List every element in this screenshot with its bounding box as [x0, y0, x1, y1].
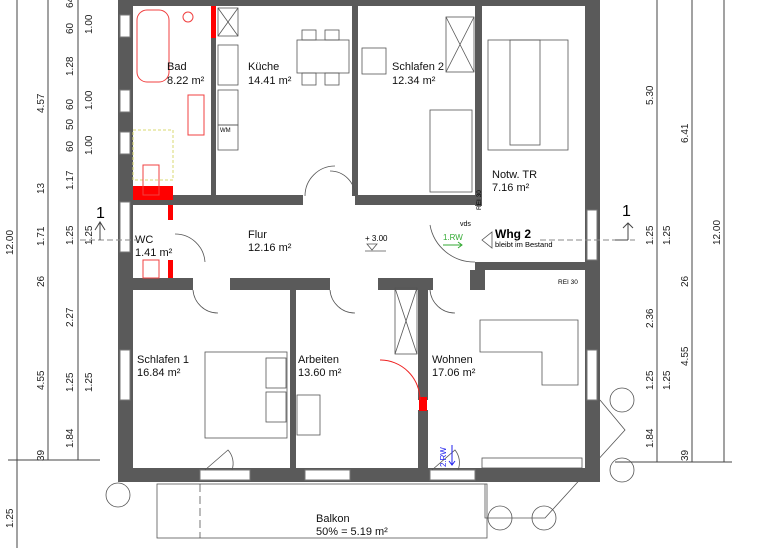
unit-title: Whg 2 [495, 227, 531, 241]
room-area-arbeiten: 13.60 m² [298, 367, 342, 379]
dim-label: 5.30 [645, 85, 656, 105]
dim-label: 1.28 [65, 56, 76, 76]
fire-rating-label: REI 30 [476, 190, 483, 210]
dim-label: 1.25 [662, 225, 673, 245]
room-name-flur: Flur [248, 229, 267, 241]
dim-label: 6.41 [680, 123, 691, 143]
level-marker: + 3.00 [365, 234, 388, 243]
dim-label: 26 [680, 275, 691, 287]
room-name-schlafen-2: Schlafen 2 [392, 61, 444, 73]
room-name-wc: WC [135, 234, 153, 246]
room-name-schlafen-1: Schlafen 1 [137, 354, 189, 366]
dim-label: 1.00 [84, 14, 95, 34]
dim-label: 1.00 [84, 90, 95, 110]
room-name-kueche: Küche [248, 61, 279, 73]
dim-label: 1.00 [84, 135, 95, 155]
escape-route-1-label: 1.RW [443, 233, 463, 242]
room-name-bad: Bad [167, 61, 187, 73]
dim-label: 1.25 [84, 225, 95, 245]
dim-label: 39 [680, 449, 691, 461]
washing-machine-label: WM [220, 128, 231, 134]
vds-label: vds [460, 221, 471, 228]
room-area-schlafen-2: 12.34 m² [392, 75, 436, 87]
dim-label: 4.55 [680, 346, 691, 366]
dim-label: 1.84 [645, 428, 656, 448]
room-name-notw-tr: Notw. TR [492, 169, 537, 181]
room-area-balkon: 50% = 5.19 m² [316, 526, 388, 538]
dim-label: 1.25 [645, 225, 656, 245]
dim-label: 4.57 [36, 93, 47, 113]
dimension-lines-left [8, 0, 100, 548]
section-marker-right: 1 [622, 203, 631, 220]
room-area-bad: 8.22 m² [167, 75, 205, 87]
dim-label: 1.25 [84, 372, 95, 392]
furniture [132, 7, 583, 469]
dim-label: 13 [36, 182, 47, 194]
fire-rating-label: REI 30 [558, 279, 578, 286]
escape-route-2-label: 2.RW [439, 447, 448, 467]
room-area-flur: 12.16 m² [248, 242, 292, 254]
dim-label: 60 [65, 22, 76, 34]
dim-label: 50 [65, 118, 76, 130]
dim-label: 1.71 [36, 226, 47, 246]
dim-label: 1.25 [65, 225, 76, 245]
dim-label: 1.25 [662, 370, 673, 390]
dim-label: 1.17 [65, 170, 76, 190]
room-area-kueche: 14.41 m² [248, 75, 292, 87]
unit-note: bleibt im Bestand [495, 240, 553, 249]
windows [119, 14, 598, 481]
dim-label: 2.36 [645, 308, 656, 328]
dim-label: 12.00 [5, 230, 16, 255]
dim-label: 60 [65, 140, 76, 152]
room-area-notw-tr: 7.16 m² [492, 182, 530, 194]
dim-label: 1.25 [645, 370, 656, 390]
dim-label: 64 [65, 0, 76, 8]
room-name-wohnen: Wohnen [432, 354, 473, 366]
dim-label: 39 [36, 449, 47, 461]
dim-label: 1.25 [65, 372, 76, 392]
dim-label: 4.55 [36, 370, 47, 390]
dim-label: 60 [65, 98, 76, 110]
annotations: + 3.00 vds 1.RW Whg 2 bleibt im Bestand … [80, 128, 635, 467]
room-area-schlafen-1: 16.84 m² [137, 367, 181, 379]
doors [174, 165, 476, 471]
dim-label: 26 [36, 275, 47, 287]
triangle-marker-icon [481, 231, 493, 249]
room-name-arbeiten: Arbeiten [298, 354, 339, 366]
dim-label: 1.84 [65, 428, 76, 448]
dimension-lines-right [615, 0, 732, 463]
balcony [105, 387, 635, 539]
room-labels: Bad 8.22 m² Küche 14.41 m² Schlafen 2 12… [135, 61, 537, 538]
room-area-wc: 1.41 m² [135, 247, 173, 259]
dim-label: 12.00 [712, 220, 723, 245]
dimension-labels: 12.00 1.25 4.57 13 1.71 26 4.55 39 64 60… [5, 0, 723, 528]
room-area-wohnen: 17.06 m² [432, 367, 476, 379]
room-name-balkon: Balkon [316, 513, 350, 525]
section-marker-left: 1 [96, 205, 105, 222]
dim-label: 2.27 [65, 307, 76, 327]
dim-label: 1.25 [5, 508, 16, 528]
